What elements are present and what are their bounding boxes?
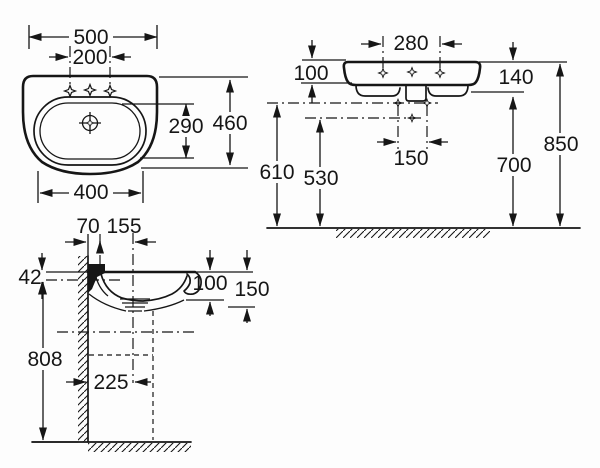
tap-hole-icon: [103, 84, 117, 98]
pedestal-hidden-line: [89, 311, 154, 440]
dim-front-rim-height: 850: [540, 63, 582, 227]
dim-label: 150: [393, 147, 428, 170]
underside-front-curve: [143, 299, 185, 312]
dim-plan-overall-width: 500: [28, 25, 158, 49]
dim-side-tap-to-drain: 155: [106, 215, 156, 246]
basin-underside-right: [427, 84, 469, 97]
basin-outline: [21, 74, 159, 176]
tap-hole-icon: [435, 68, 445, 78]
dim-side-rim-to-underside: 100: [186, 250, 253, 316]
dim-label: 460: [212, 112, 247, 135]
tap-hole-icon: [378, 68, 388, 78]
dim-plan-bowl-depth: 290: [122, 103, 207, 159]
dim-front-mid-hole-height: 530: [300, 119, 342, 227]
dim-front-rim-to-apron: 100: [293, 40, 352, 103]
tap-hole-icon: [407, 67, 417, 77]
bowl-inner-edge: [39, 102, 141, 160]
dim-label: 280: [393, 32, 428, 55]
dim-label: 100: [293, 62, 328, 85]
dim-front-fixing-spacing: 150: [377, 105, 448, 170]
dim-front-tap-spacing: 280: [361, 32, 462, 68]
dim-label: 225: [93, 371, 128, 394]
bowl-section-curve: [100, 273, 188, 302]
floor-hatch: [88, 443, 191, 452]
dim-front-rim-drop: 140: [471, 42, 567, 93]
front-elevation-view: 280 100 140 700 850: [256, 32, 582, 238]
tap-hole-icon: [83, 83, 97, 97]
basin-underside-left: [355, 84, 401, 97]
dim-label: 70: [76, 215, 99, 238]
dim-side-wall-to-tap: 70: [65, 215, 104, 256]
dim-label: 610: [259, 161, 294, 184]
dim-side-fixing-floor-height: 808: [22, 281, 68, 441]
dim-label: 530: [303, 167, 338, 190]
floor-hatch: [336, 229, 490, 238]
dim-front-fixing-height: 610: [256, 104, 298, 227]
plan-view: 500 200 290 460 400: [21, 25, 253, 204]
underside-back-curve: [88, 293, 127, 312]
dim-label: 140: [498, 66, 533, 89]
dim-front-underside-height: 700: [493, 96, 535, 227]
dim-plan-overall-depth: 460: [141, 76, 253, 169]
dim-label: 850: [543, 133, 578, 156]
dim-side-rim-to-apron-bottom: 150: [228, 250, 270, 323]
dim-label: 155: [106, 215, 141, 238]
dim-label: 700: [496, 154, 531, 177]
drain-outlet-ridges: [120, 298, 150, 312]
back-rim-section-cut: [88, 264, 105, 293]
dim-plan-bottom-width: 400: [37, 171, 144, 204]
dim-label: 150: [234, 278, 269, 301]
drain-icon: [79, 112, 101, 134]
dim-label: 200: [72, 46, 107, 69]
dim-side-wall-to-drain: 225: [66, 371, 151, 394]
dim-side-rim-to-fixing: 42: [18, 253, 122, 299]
dim-label: 500: [73, 26, 108, 49]
wall-hatch: [78, 256, 88, 442]
side-section-view: 70 155 42 808 100: [18, 215, 270, 452]
dim-label: 400: [73, 181, 108, 204]
tap-hole-icon: [63, 84, 77, 98]
dim-label: 42: [18, 266, 41, 289]
dim-label: 290: [168, 115, 203, 138]
front-rim-hook: [183, 271, 202, 296]
dim-label: 808: [27, 348, 62, 371]
dim-plan-tap-spacing: 200: [49, 46, 131, 88]
drain-tab: [405, 84, 427, 102]
dim-label: 100: [192, 272, 227, 295]
bowl-outer-edge: [33, 96, 147, 166]
